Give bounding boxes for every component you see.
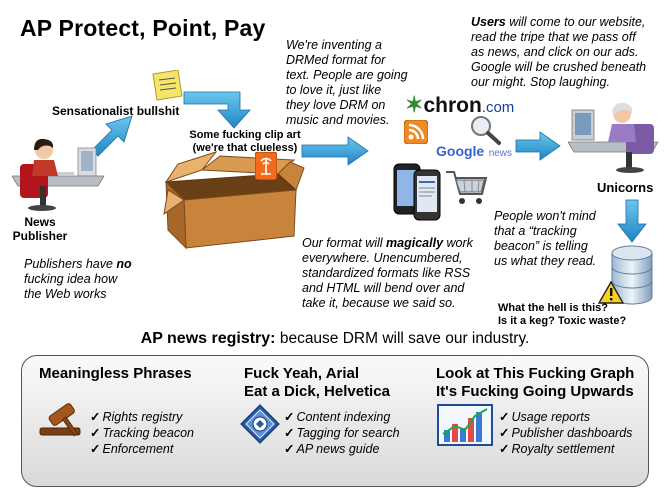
keg-label: What the hell is this? Is it a keg? Toxi… [498, 302, 627, 327]
arrow-devices-to-users [515, 131, 561, 161]
list-item: ✓Content indexing [284, 410, 391, 424]
clipart-label: Some fucking clip art (we're that cluele… [189, 129, 301, 154]
check-icon: ✓ [284, 410, 295, 424]
gavel-icon [39, 403, 81, 437]
publisher-person-icon [12, 138, 105, 211]
google-news-logo: Google news [436, 143, 513, 159]
list-item: ✓Royalty settlement [499, 442, 615, 456]
user-person-icon [568, 102, 659, 173]
news-publisher-label: News Publisher [12, 215, 68, 243]
flow-arrows [91, 91, 647, 243]
check-icon: ✓ [499, 442, 510, 456]
list-item: ✓Rights registry [90, 410, 183, 424]
users-note: Users will come to our website, read the… [471, 15, 647, 89]
arrow-note-to-clipart [183, 91, 251, 129]
list-item: ✓Enforcement [90, 442, 174, 456]
arrow-clipart-to-devices [301, 136, 369, 166]
check-icon: ✓ [90, 410, 101, 424]
magnifier-icon [471, 116, 501, 145]
list-item: ✓Tagging for search [284, 426, 400, 440]
column-head-fonts: Fuck Yeah, Arial Eat a Dick, Helvetica [244, 365, 390, 400]
registry-headline: AP news registry: because DRM will save … [140, 330, 530, 347]
list-item: ✓Tracking beacon [90, 426, 194, 440]
check-icon: ✓ [499, 410, 510, 424]
list-item: ✓AP news guide [284, 442, 380, 456]
shopping-cart-icon [446, 171, 488, 204]
sticky-note-icon [152, 70, 183, 101]
check-icon: ✓ [284, 442, 295, 456]
list-item: ✓Publisher dashboards [499, 426, 633, 440]
format-note: Our format will magically work everywher… [302, 236, 473, 310]
cardboard-box-icon [163, 151, 305, 250]
drm-note: We're inventing a DRMed format for text.… [286, 38, 408, 127]
unicorns-label: Unicorns [597, 180, 654, 195]
warning-triangle-icon [598, 281, 624, 304]
rss-icon [404, 120, 428, 144]
arrow-publisher-to-bullshit [91, 115, 133, 157]
chron-star-icon: ✶ [405, 92, 424, 117]
chron-logo: ✶chron.com [405, 92, 515, 117]
column-head-graph: Look at This Fucking Graph It's Fucking … [436, 365, 635, 400]
phones-icon [393, 163, 441, 221]
column-list-fonts: ✓Content indexing ✓Tagging for search ✓A… [284, 409, 400, 457]
check-icon: ✓ [499, 426, 510, 440]
list-item: ✓Usage reports [499, 410, 590, 424]
beacon-note: People won't mind that a “tracking beaco… [494, 209, 597, 268]
check-icon: ✓ [284, 426, 295, 440]
broadcast-warning-icon [255, 152, 277, 180]
column-list-graph: ✓Usage reports ✓Publisher dashboards ✓Ro… [499, 409, 632, 457]
tag-badge-icon [240, 404, 280, 444]
database-keg-icon [611, 245, 653, 305]
page-title: AP Protect, Point, Pay [20, 15, 266, 41]
sensationalist-label: Sensationalist bullshit [52, 104, 180, 118]
bar-graph-icon [437, 404, 493, 446]
column-list-phrases: ✓Rights registry ✓Tracking beacon ✓Enfor… [90, 409, 194, 457]
check-icon: ✓ [90, 426, 101, 440]
arrow-users-to-database [617, 199, 647, 243]
column-head-phrases: Meaningless Phrases [39, 365, 192, 382]
features-panel [21, 355, 649, 487]
check-icon: ✓ [90, 442, 101, 456]
publishers-note: Publishers have no fucking idea how the … [24, 257, 132, 301]
